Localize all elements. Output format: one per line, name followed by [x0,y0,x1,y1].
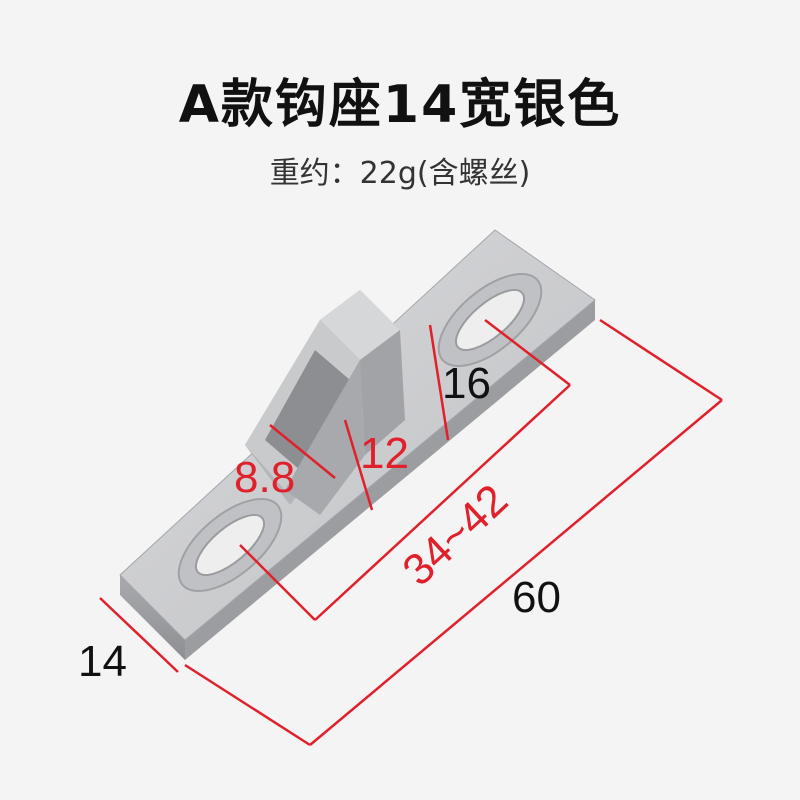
product-weight: 重约：22g(含螺丝) [269,156,531,191]
screw-slot [437,272,543,368]
dimension-opening: 8.8 [234,453,295,502]
dimension-length: 60 [512,573,561,622]
screw-slot [177,497,283,593]
dimension-hole-width: 16 [442,359,491,408]
dimension-hole-spacing: 34~42 [393,475,517,595]
dimension-width: 14 [78,637,127,686]
product-title: A款钩座14宽银色 [178,75,622,135]
hook-seat-part [119,229,596,660]
dimension-height: 12 [360,429,409,478]
